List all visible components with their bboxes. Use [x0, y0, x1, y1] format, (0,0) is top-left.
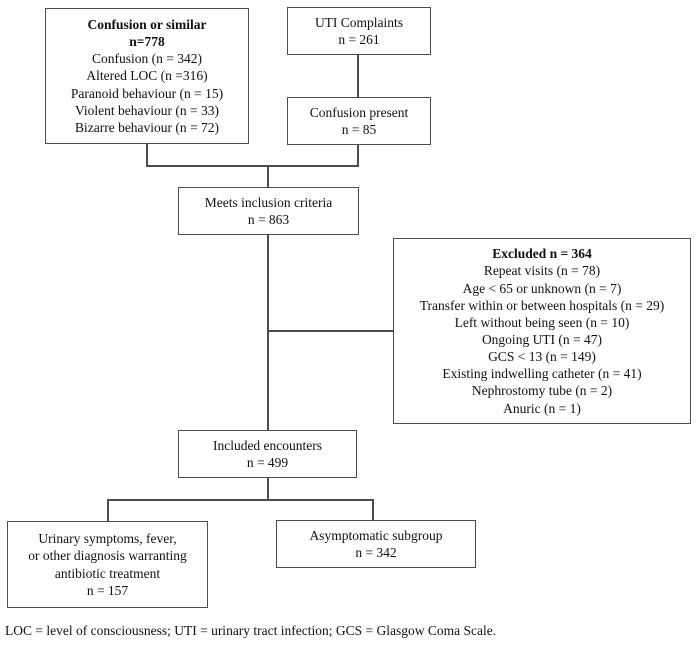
box-label: UTI Complaints: [314, 14, 404, 30]
box-symptomatic-group: Urinary symptoms, fever, or other diagno…: [7, 521, 208, 608]
box-confusion-present: Confusion present n = 85: [287, 97, 431, 145]
box-label: or other diagnosis warranting: [28, 548, 187, 564]
box-title: Excluded n = 364: [492, 246, 592, 262]
connector-branch-to-excluded: [268, 330, 393, 332]
box-item: Repeat visits (n = 78): [483, 263, 601, 279]
connector-split-to-asymptomatic: [372, 500, 374, 520]
box-item: Altered LOC (n =316): [86, 68, 208, 84]
box-count: n = 85: [341, 122, 377, 137]
box-label: antibiotic treatment: [54, 565, 161, 581]
connector-merge-horizontal: [146, 165, 359, 167]
box-excluded: Excluded n = 364 Repeat visits (n = 78) …: [393, 238, 691, 424]
box-uti-complaints: UTI Complaints n = 261: [287, 7, 431, 55]
box-item: Existing indwelling catheter (n = 41): [442, 366, 642, 382]
box-item: Age < 65 or unknown (n = 7): [462, 280, 622, 296]
box-count: n = 342: [355, 545, 397, 560]
box-item: Nephrostomy tube (n = 2): [471, 383, 613, 399]
box-item: Anuric (n = 1): [503, 400, 581, 416]
box-item: Left without being seen (n = 10): [454, 314, 630, 330]
box-asymptomatic-subgroup: Asymptomatic subgroup n = 342: [276, 520, 476, 568]
connector-confusion-present-down: [357, 145, 359, 166]
box-meets-inclusion-criteria: Meets inclusion criteria n = 863: [178, 187, 359, 235]
connector-merge-to-inclusion: [267, 166, 269, 187]
abbreviations-footnote: LOC = level of consciousness; UTI = urin…: [5, 623, 497, 638]
box-item: GCS < 13 (n = 149): [488, 349, 596, 365]
box-count: n = 261: [338, 32, 380, 47]
box-count: n = 499: [246, 455, 289, 470]
box-label: Urinary symptoms, fever,: [38, 531, 177, 547]
connector-confusion-similar-down: [146, 144, 148, 166]
box-label: Asymptomatic subgroup: [309, 527, 443, 543]
box-item: Violent behaviour (n = 33): [74, 102, 220, 118]
box-label: Meets inclusion criteria: [204, 194, 333, 210]
box-item: Bizarre behaviour (n = 72): [74, 119, 220, 135]
connector-included-down: [267, 478, 269, 499]
box-item: Transfer within or between hospitals (n …: [419, 297, 665, 313]
box-label: Included encounters: [212, 437, 323, 453]
box-item: Confusion (n = 342): [92, 51, 202, 67]
connector-inclusion-to-included: [267, 235, 269, 430]
box-item: Ongoing UTI (n = 47): [481, 332, 603, 347]
box-label: Confusion present: [309, 104, 409, 120]
box-item: Paranoid behaviour (n = 15): [70, 85, 224, 101]
box-count: n = 863: [247, 212, 290, 227]
box-count: n = 157: [86, 582, 129, 598]
box-count: n=778: [129, 34, 165, 50]
box-title: Confusion or similar: [87, 17, 207, 32]
connector-split-to-symptomatic: [107, 500, 109, 521]
box-confusion-or-similar: Confusion or similar n=778 Confusion (n …: [45, 8, 249, 144]
connector-uti-to-confusion-present: [357, 55, 359, 97]
connector-split-horizontal: [107, 499, 374, 501]
box-included-encounters: Included encounters n = 499: [178, 430, 357, 478]
